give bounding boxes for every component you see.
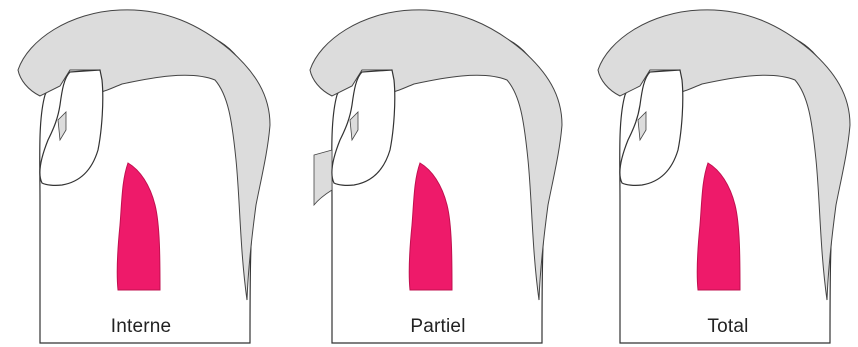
label-total: Total: [648, 316, 808, 338]
label-interne: Interne: [61, 316, 221, 338]
label-partiel: Partiel: [358, 316, 518, 338]
panel-total: [598, 10, 850, 343]
panel-interne: [18, 10, 270, 343]
partial-fracture: [314, 150, 332, 205]
panel-partiel: [310, 10, 562, 343]
